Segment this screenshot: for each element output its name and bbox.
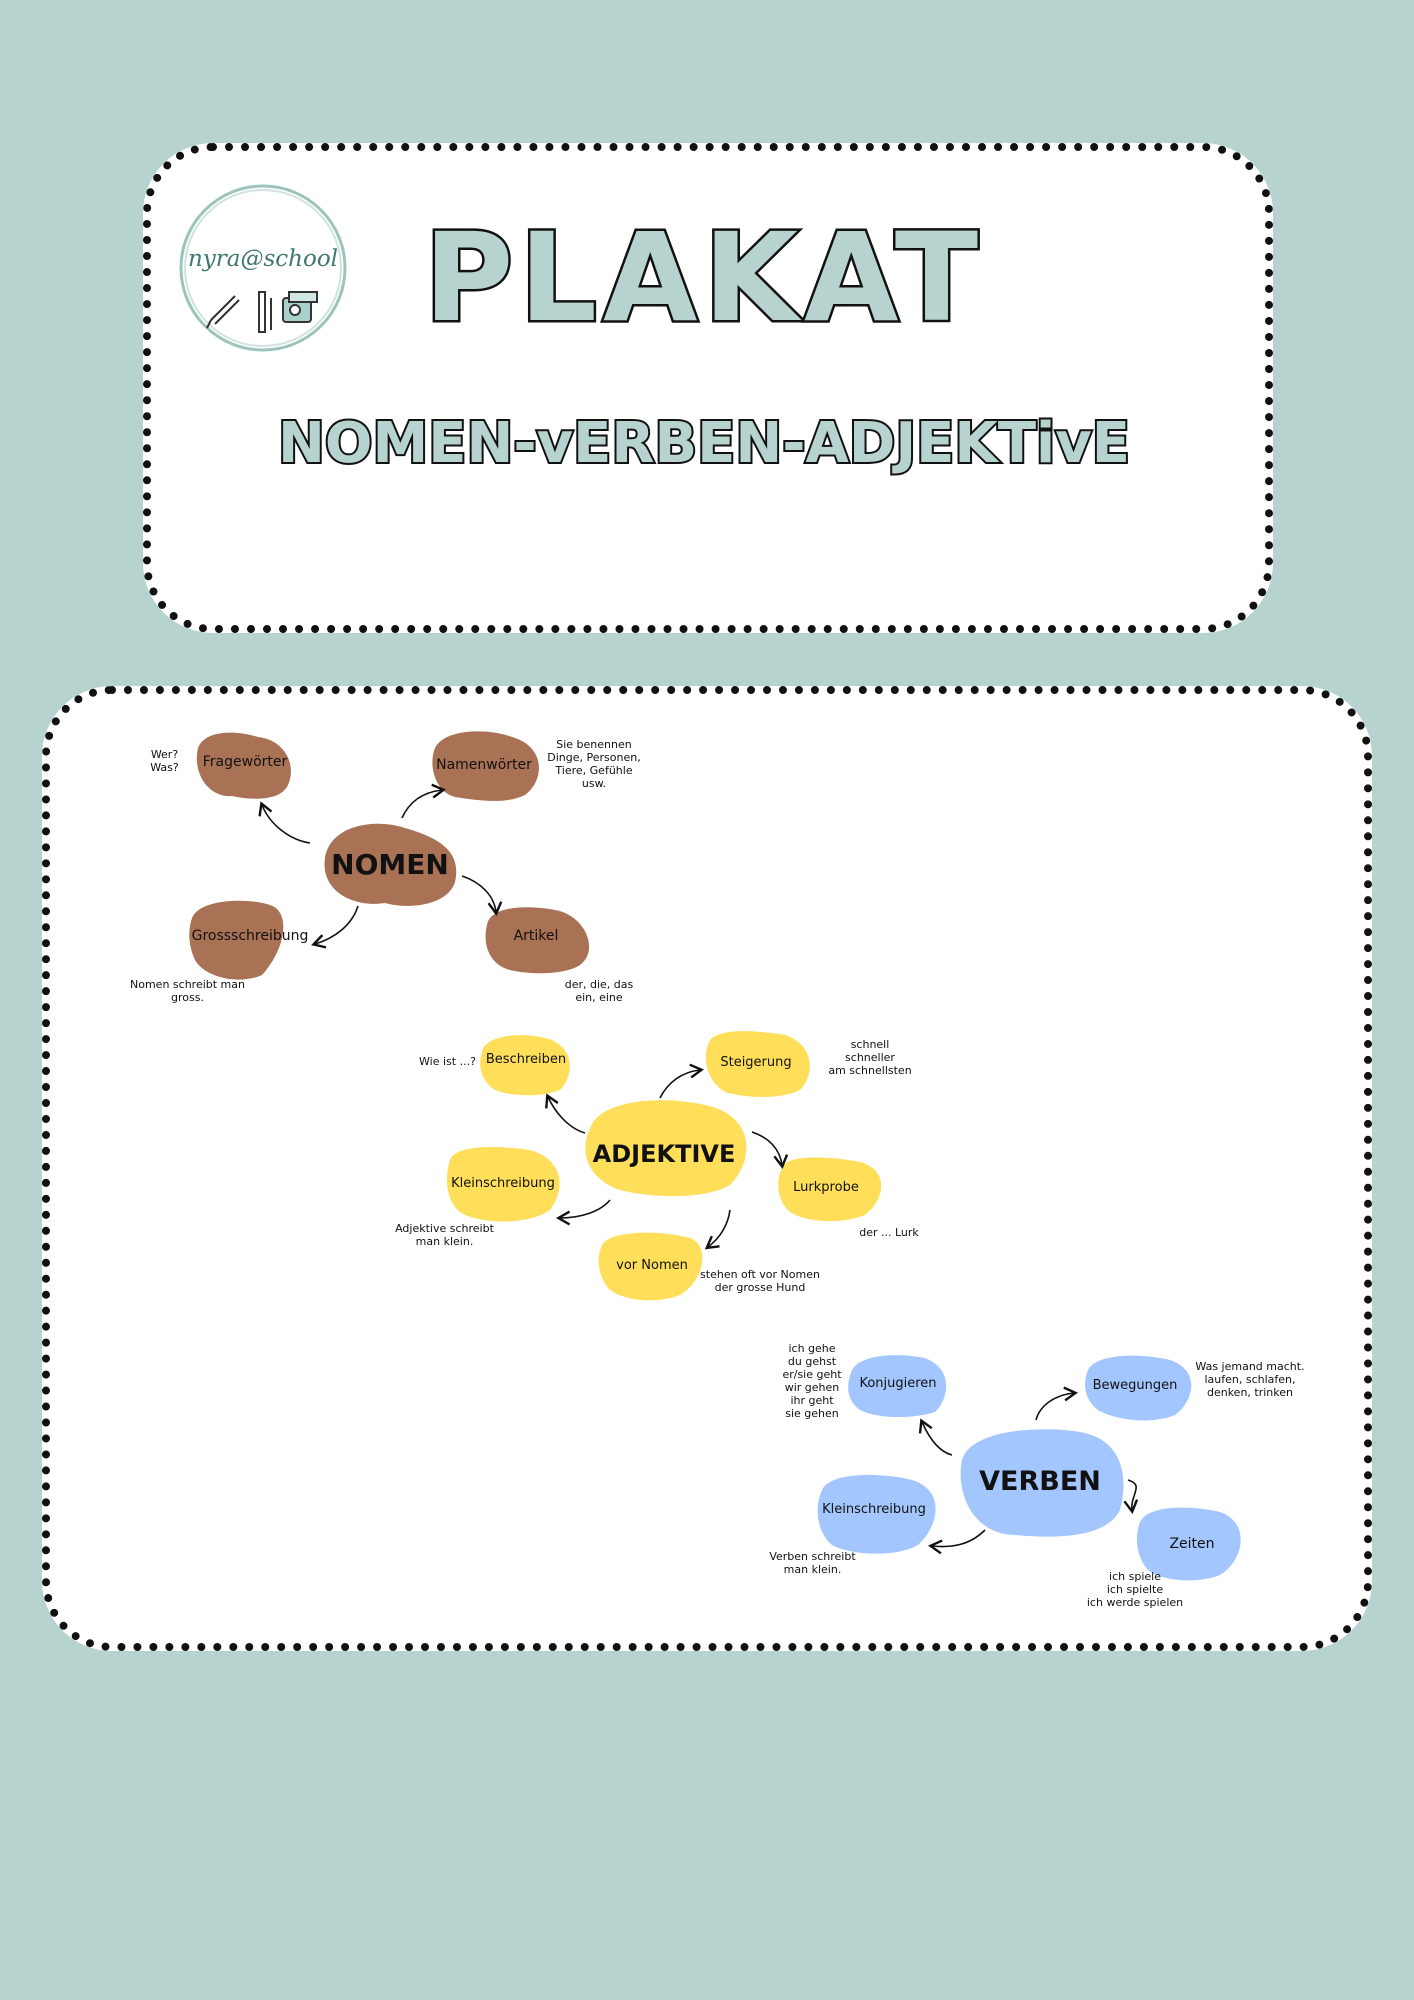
steigerung-note: schnell schneller am schnellsten xyxy=(828,1038,912,1077)
page-title: PLAKAT xyxy=(424,207,984,349)
vor-nomen-label: vor Nomen xyxy=(616,1258,688,1273)
kleinschreibung-verb-label: Kleinschreibung xyxy=(822,1502,926,1517)
konjugieren-label: Konjugieren xyxy=(859,1376,937,1391)
bewegungen-label: Bewegungen xyxy=(1092,1378,1178,1393)
namenwoerter-note: Sie benennen Dinge, Personen, Tiere, Gef… xyxy=(547,738,641,790)
nomen-hub-label: NOMEN xyxy=(331,848,449,881)
namenwoerter-label: Namenwörter xyxy=(436,757,532,773)
adjektive-hub-label: ADJEKTIVE xyxy=(592,1140,736,1168)
page-subtitle: NOMEN-vERBEN-ADJEKTivE xyxy=(278,411,1130,476)
lurkprobe-label: Lurkprobe xyxy=(793,1180,859,1195)
lurkprobe-note: der ... Lurk xyxy=(859,1226,919,1239)
kleinschreibung-adj-label: Kleinschreibung xyxy=(451,1176,555,1191)
grossschreibung-label: Grossschreibung xyxy=(191,928,309,944)
artikel-note: der, die, das ein, eine xyxy=(564,978,634,1004)
fragewoerter-label: Fragewörter xyxy=(202,754,288,770)
fragewoerter-note: Wer? Was? xyxy=(150,748,179,774)
steigerung-label: Steigerung xyxy=(720,1055,792,1070)
logo-text: nyra@school xyxy=(188,246,338,272)
sharpener-icon xyxy=(282,291,318,323)
kleinschreibung-adj-note: Adjektive schreibt man klein. xyxy=(395,1222,494,1248)
vor-nomen-note: stehen oft vor Nomen der grosse Hund xyxy=(700,1268,820,1294)
mindmap-card xyxy=(42,686,1372,1651)
zeiten-label: Zeiten xyxy=(1169,1536,1215,1552)
beschreiben-label: Beschreiben xyxy=(485,1052,567,1067)
pencil-icon xyxy=(206,295,240,329)
grossschreibung-note: Nomen schreibt man gross. xyxy=(130,978,245,1004)
konjugieren-note: ich gehe du gehst er/sie geht wir gehen … xyxy=(782,1342,842,1420)
artikel-label: Artikel xyxy=(513,928,559,944)
beschreiben-note: Wie ist ...? xyxy=(419,1055,476,1068)
kleinschreibung-verb-note: Verben schreibt man klein. xyxy=(769,1550,856,1576)
bewegungen-note: Was jemand macht. laufen, schlafen, denk… xyxy=(1195,1360,1305,1399)
zeiten-note: ich spiele ich spielte ich werde spielen xyxy=(1086,1570,1184,1609)
pen-icon xyxy=(258,291,272,333)
school-logo: nyra@school xyxy=(175,180,351,356)
verben-hub-label: VERBEN xyxy=(979,1466,1101,1497)
